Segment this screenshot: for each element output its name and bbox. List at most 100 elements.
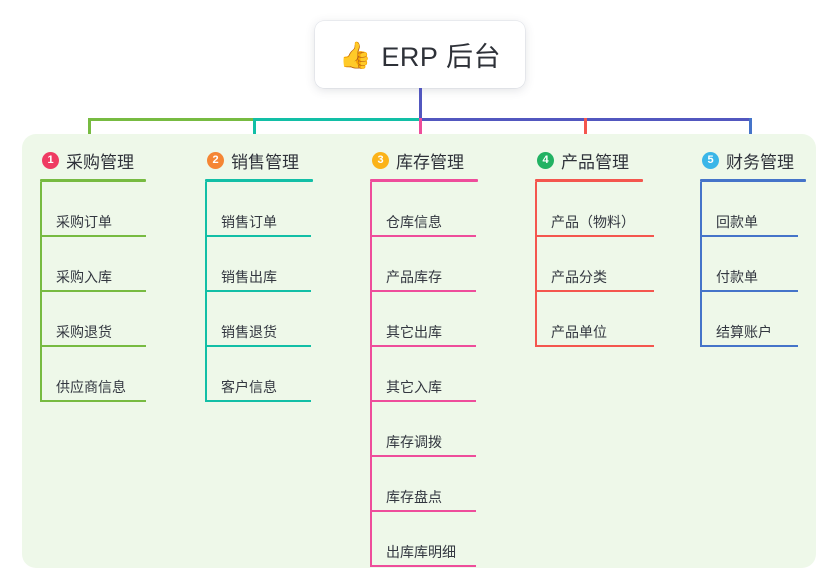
branch-item-label: 回款单 <box>716 214 758 230</box>
branch-badge-4: 4 <box>537 152 554 169</box>
branch-item-list-4: 产品（物料） 产品分类产品单位 <box>535 182 654 347</box>
connector-drop-1 <box>88 118 91 140</box>
branch-badge-3: 3 <box>372 152 389 169</box>
branch-item-label: 客户信息 <box>221 379 277 395</box>
branch-title-3: 库存管理 <box>396 153 464 172</box>
branch-item-underline <box>535 235 654 237</box>
thumbs-up-icon: 👍 <box>339 39 372 70</box>
branch-item[interactable]: 产品分类 <box>535 237 654 292</box>
branch-title-5: 财务管理 <box>726 153 794 172</box>
branch-item-label: 库存调拨 <box>386 434 442 450</box>
branch-item-list-2: 销售订单销售出库销售退货客户信息 <box>205 182 313 402</box>
branch-item[interactable]: 客户信息 <box>205 347 311 402</box>
branch-badge-1: 1 <box>42 152 59 169</box>
branch-item[interactable]: 供应商信息 <box>40 347 146 402</box>
branch-item[interactable]: 回款单 <box>700 182 798 237</box>
branch-item-label: 销售订单 <box>221 214 277 230</box>
branch-item[interactable]: 产品单位 <box>535 292 654 347</box>
branch-header-5[interactable]: 5 财务管理 <box>700 148 806 179</box>
branch-item[interactable]: 采购入库 <box>40 237 146 292</box>
branch-item-label: 销售出库 <box>221 269 277 285</box>
connector-drop-2 <box>253 118 256 140</box>
branch-item[interactable]: 仓库信息 <box>370 182 476 237</box>
branch-item-label: 产品库存 <box>386 269 442 285</box>
branch-spine-2 <box>205 182 207 402</box>
branch-item-list-3: 仓库信息产品库存其它出库其它入库库存调拨库存盘点出库库明细 <box>370 182 478 567</box>
root-node-title: ERP 后台 <box>381 42 501 72</box>
connector-root-stem <box>419 88 422 121</box>
branch-item-label: 销售退货 <box>221 324 277 340</box>
branch-item[interactable]: 销售出库 <box>205 237 311 292</box>
branch-header-3[interactable]: 3 库存管理 <box>370 148 478 179</box>
branch-underline-4 <box>535 179 643 182</box>
branch-item-label: 产品（物料） <box>551 214 635 230</box>
branch-item-list-5: 回款单付款单结算账户 <box>700 182 806 347</box>
branch-item[interactable]: 其它入库 <box>370 347 476 402</box>
branch-column-3: 3 库存管理仓库信息产品库存其它出库其它入库库存调拨库存盘点出库库明细 <box>370 148 478 567</box>
branch-item-label: 其它入库 <box>386 379 442 395</box>
branch-badge-5: 5 <box>702 152 719 169</box>
branch-underline-1 <box>40 179 146 182</box>
root-node[interactable]: 👍 ERP 后台 <box>315 21 525 88</box>
branch-item-label: 仓库信息 <box>386 214 442 230</box>
branch-item-label: 采购订单 <box>56 214 112 230</box>
branch-item-label: 供应商信息 <box>56 379 126 395</box>
branch-header-2[interactable]: 2 销售管理 <box>205 148 313 179</box>
branch-item[interactable]: 出库库明细 <box>370 512 476 567</box>
branch-item-underline <box>40 290 146 292</box>
branch-title-4: 产品管理 <box>561 153 629 172</box>
branch-item-label: 付款单 <box>716 269 758 285</box>
branch-header-4[interactable]: 4 产品管理 <box>535 148 643 179</box>
branch-item-underline <box>205 290 311 292</box>
branch-item-list-1: 采购订单采购入库采购退货供应商信息 <box>40 182 146 402</box>
branch-item-underline <box>205 400 311 402</box>
branches-panel <box>22 134 816 568</box>
branch-column-2: 2 销售管理销售订单销售出库销售退货客户信息 <box>205 148 313 402</box>
branch-column-5: 5 财务管理回款单付款单结算账户 <box>700 148 806 347</box>
branch-item-underline <box>700 290 798 292</box>
branch-item-underline <box>370 345 476 347</box>
branch-item-underline <box>205 345 311 347</box>
branch-item[interactable]: 库存调拨 <box>370 402 476 457</box>
branch-item[interactable]: 采购订单 <box>40 182 146 237</box>
branch-item[interactable]: 结算账户 <box>700 292 798 347</box>
branch-item[interactable]: 其它出库 <box>370 292 476 347</box>
branch-spine-5 <box>700 182 702 347</box>
branch-item[interactable]: 产品（物料） <box>535 182 654 237</box>
branch-item-underline <box>370 565 476 567</box>
branch-item[interactable]: 销售订单 <box>205 182 311 237</box>
branch-item-label: 产品分类 <box>551 269 607 285</box>
branch-item-label: 结算账户 <box>716 324 772 340</box>
branch-item[interactable]: 采购退货 <box>40 292 146 347</box>
branch-item-underline <box>535 290 654 292</box>
branch-item[interactable]: 产品库存 <box>370 237 476 292</box>
branch-item[interactable]: 付款单 <box>700 237 798 292</box>
branch-title-2: 销售管理 <box>231 153 299 172</box>
branch-item-label: 其它出库 <box>386 324 442 340</box>
branch-item-underline <box>370 455 476 457</box>
branch-item[interactable]: 销售退货 <box>205 292 311 347</box>
branch-item-underline <box>40 345 146 347</box>
connector-drop-3 <box>419 118 422 140</box>
connector-bar-mid <box>253 118 422 121</box>
branch-item[interactable]: 库存盘点 <box>370 457 476 512</box>
branch-item-underline <box>40 235 146 237</box>
branch-spine-1 <box>40 182 42 402</box>
branch-item-underline <box>370 510 476 512</box>
connector-drop-4 <box>584 118 587 140</box>
branch-item-underline <box>700 345 798 347</box>
connector-bar-left <box>88 118 256 121</box>
branch-item-label: 采购入库 <box>56 269 112 285</box>
branch-item-underline <box>205 235 311 237</box>
branch-underline-5 <box>700 179 806 182</box>
branch-item-label: 采购退货 <box>56 324 112 340</box>
branch-item-underline <box>40 400 146 402</box>
branch-item-underline <box>370 290 476 292</box>
branch-badge-2: 2 <box>207 152 224 169</box>
branch-item-label: 库存盘点 <box>386 489 442 505</box>
branch-item-underline <box>370 400 476 402</box>
branch-item-label: 产品单位 <box>551 324 607 340</box>
